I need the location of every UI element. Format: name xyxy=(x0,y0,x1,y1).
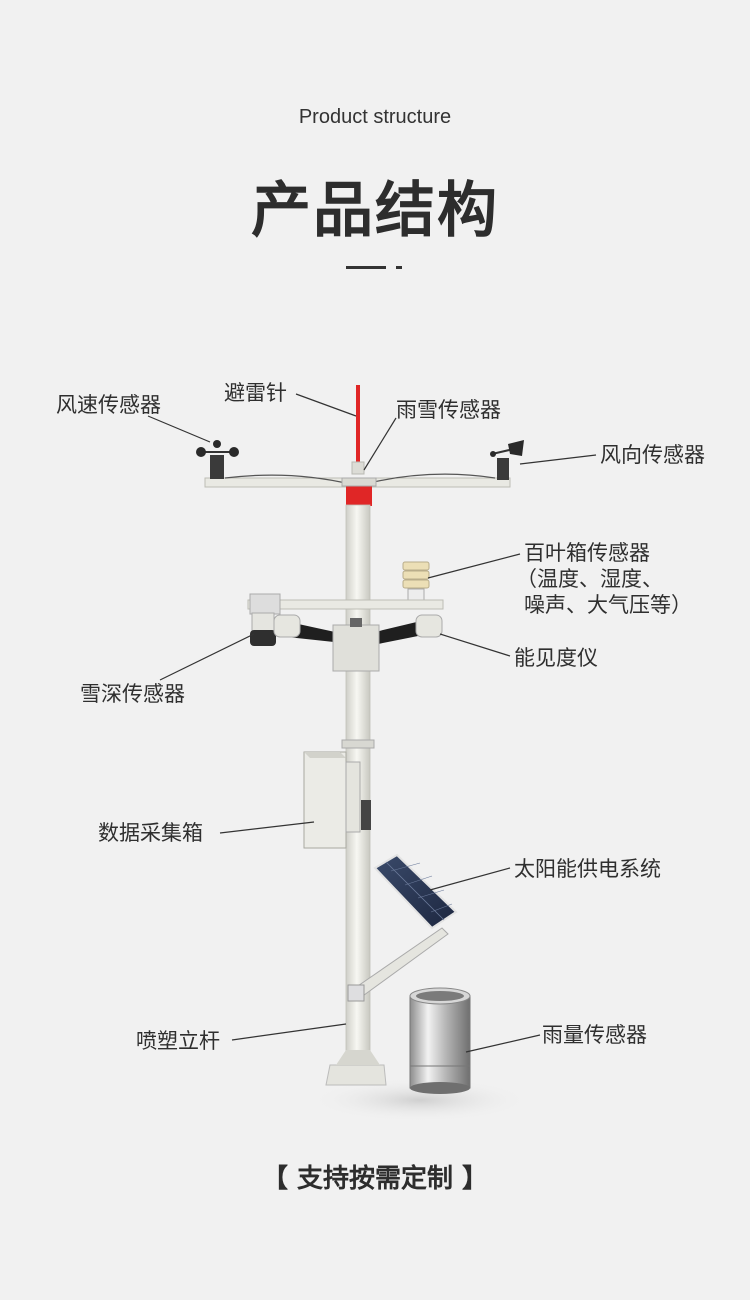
pole-base-plate xyxy=(325,1064,387,1086)
data-collection-box xyxy=(303,739,375,849)
middle-crossarm xyxy=(247,599,444,610)
snow-depth-sensor xyxy=(250,612,276,646)
label-lightning-rod: 避雷针 xyxy=(224,381,287,405)
section-title: 产品结构 xyxy=(251,176,499,246)
label-louver-detail-2: 噪声、大气压等） xyxy=(524,593,692,617)
label-louver-box-sensor: 百叶箱传感器 xyxy=(524,541,650,565)
label-rain-snow-sensor: 雨雪传感器 xyxy=(396,398,501,422)
wind-speed-sensor xyxy=(196,440,239,479)
title-divider-long xyxy=(346,266,386,269)
rod-base xyxy=(351,461,365,475)
label-rain-gauge-sensor: 雨量传感器 xyxy=(542,1023,647,1047)
wind-direction-sensor xyxy=(490,440,524,480)
label-data-collection-box: 数据采集箱 xyxy=(98,821,203,845)
label-louver-detail-1: （温度、湿度、 xyxy=(516,567,663,591)
lightning-rod xyxy=(356,385,360,465)
label-visibility-meter: 能见度仪 xyxy=(514,646,598,670)
label-solar-power-system: 太阳能供电系统 xyxy=(514,857,661,881)
top-arm-cable xyxy=(224,474,351,485)
title-divider-short xyxy=(396,266,402,269)
label-wind-speed-sensor: 风速传感器 xyxy=(56,393,161,417)
label-snow-depth-sensor: 雪深传感器 xyxy=(80,682,185,706)
pole-shadow xyxy=(310,1078,530,1122)
solar-panel xyxy=(347,853,458,1002)
leader-lines xyxy=(147,393,597,1053)
section-subtitle: Product structure xyxy=(298,106,452,128)
label-wind-direction-sensor: 风向传感器 xyxy=(600,443,705,467)
rain-gauge xyxy=(409,987,471,1094)
visibility-meter xyxy=(273,614,443,672)
label-spray-plastic-pole: 喷塑立杆 xyxy=(136,1029,220,1053)
custom-support-note: 【 支持按需定制 】 xyxy=(261,1164,489,1194)
top-red-clamp xyxy=(346,484,372,506)
